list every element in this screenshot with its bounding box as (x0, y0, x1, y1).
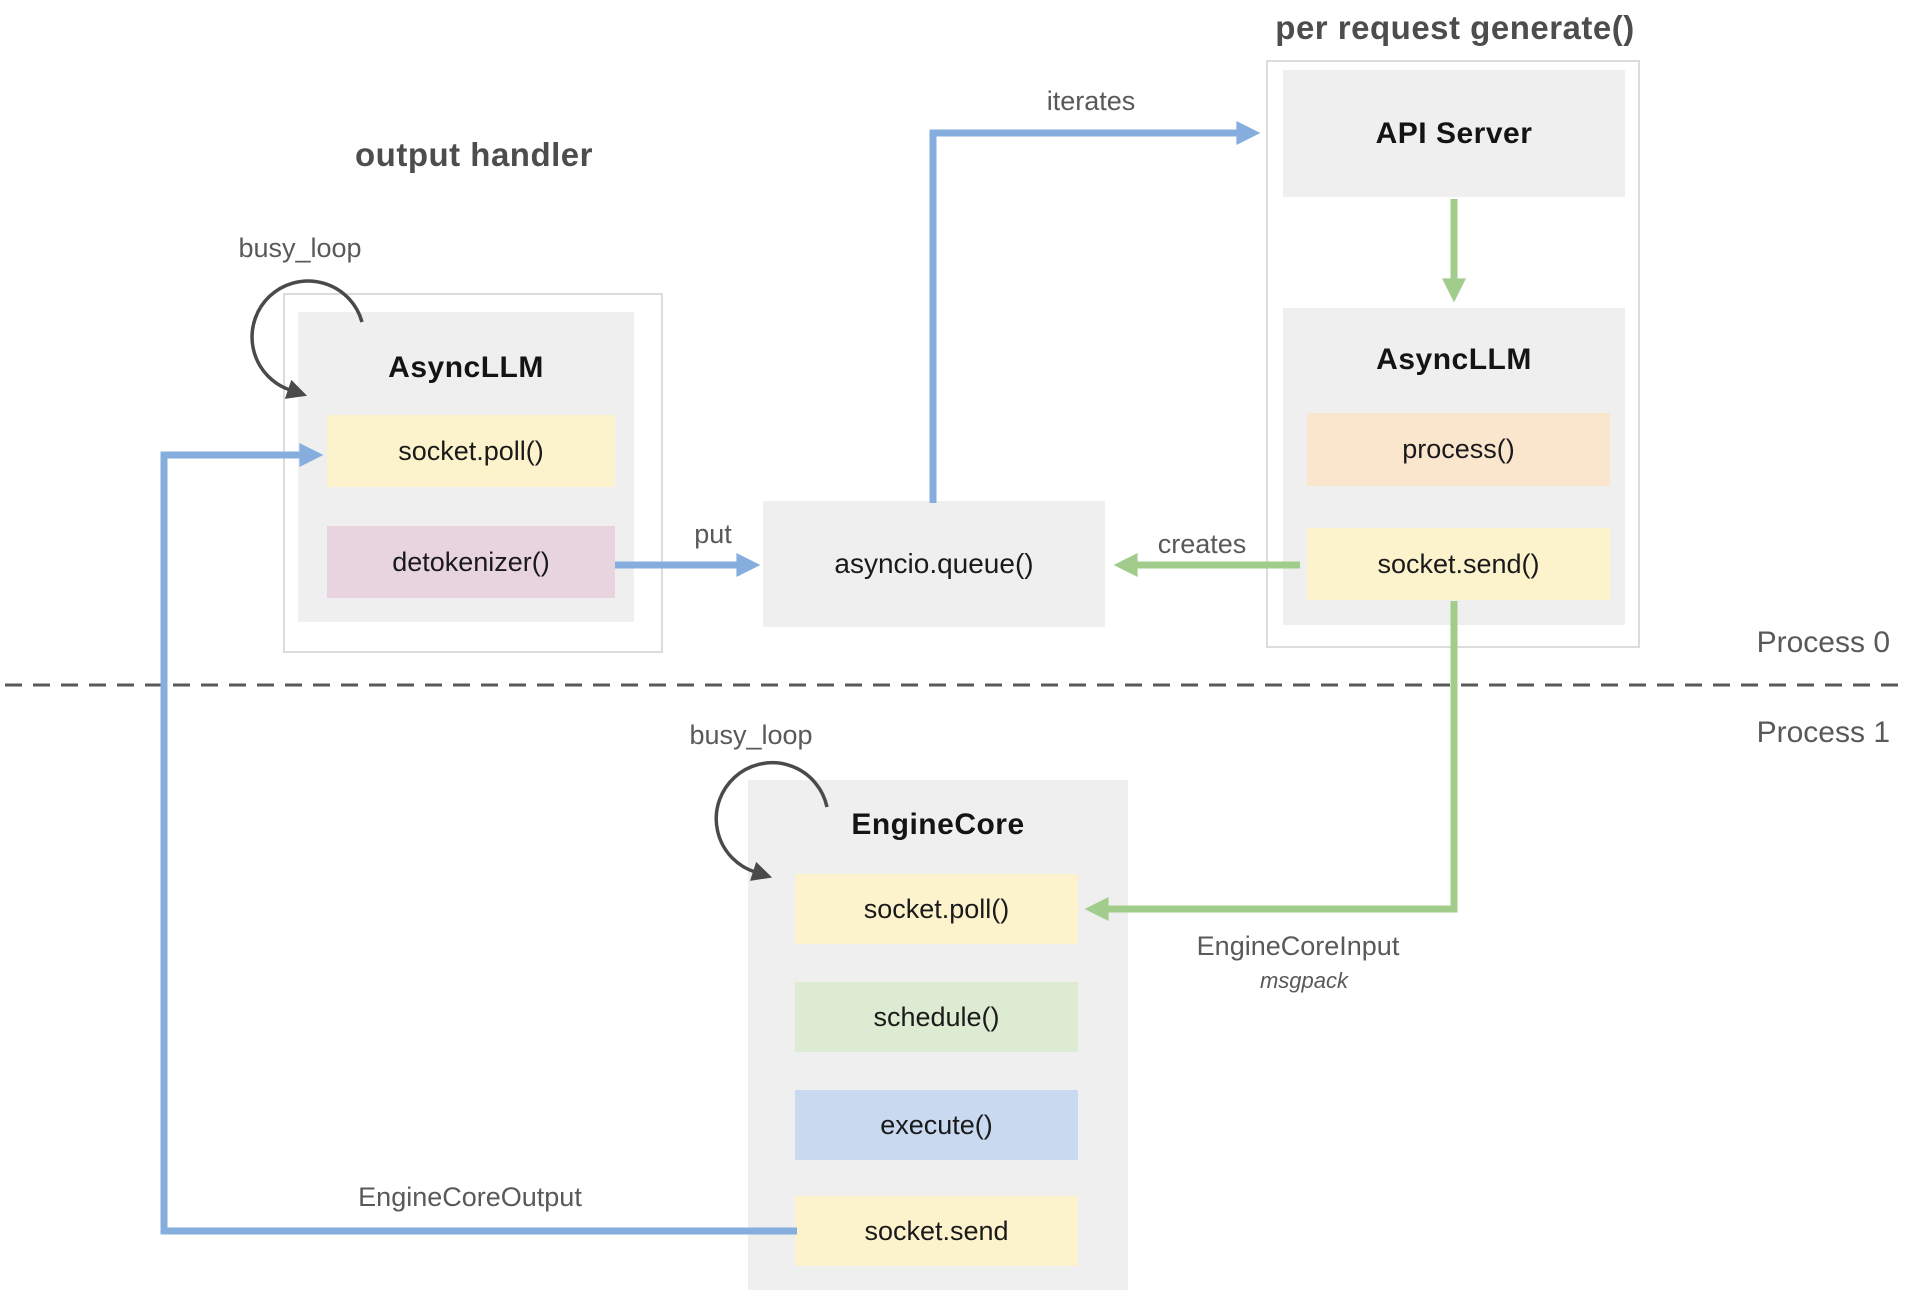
right-asyncllm-title: AsyncLLM (1376, 343, 1532, 376)
iterates-arrow (929, 121, 1261, 503)
left-detokenizer-row: detokenizer() (327, 526, 615, 598)
busy-loop-label-bottom: busy_loop (689, 719, 813, 750)
output-handler-title: output handler (355, 136, 593, 173)
right-socket-send-row: socket.send() (1307, 528, 1610, 600)
api-server-box (1283, 70, 1625, 197)
per-request-generate-title: per request generate() (1275, 9, 1635, 46)
busy-loop-label-top: busy_loop (238, 232, 362, 263)
engine-core-output-label: EngineCoreOutput (358, 1181, 582, 1212)
engine-core-title: EngineCore (851, 808, 1025, 841)
creates-label: creates (1157, 528, 1247, 559)
engine-socket-poll-row: socket.poll() (795, 874, 1078, 944)
right-process-row: process() (1307, 413, 1610, 486)
engine-execute-row: execute() (795, 1090, 1078, 1160)
engine-socket-send-row: socket.send (795, 1196, 1078, 1266)
engine-core-input-label: EngineCoreInput (1196, 930, 1400, 961)
process-1-label: Process 1 (1756, 716, 1890, 749)
msgpack-label: msgpack (1259, 968, 1349, 993)
asyncio-queue-box: asyncio.queue() (763, 501, 1105, 627)
left-socket-poll-row: socket.poll() (327, 415, 615, 487)
put-label: put (694, 518, 732, 549)
left-asyncllm-title: AsyncLLM (388, 351, 544, 384)
engine-schedule-row: schedule() (795, 982, 1078, 1052)
process-0-label: Process 0 (1756, 626, 1890, 659)
iterates-label: iterates (1046, 85, 1136, 116)
api-server-title: API Server (1375, 116, 1533, 150)
